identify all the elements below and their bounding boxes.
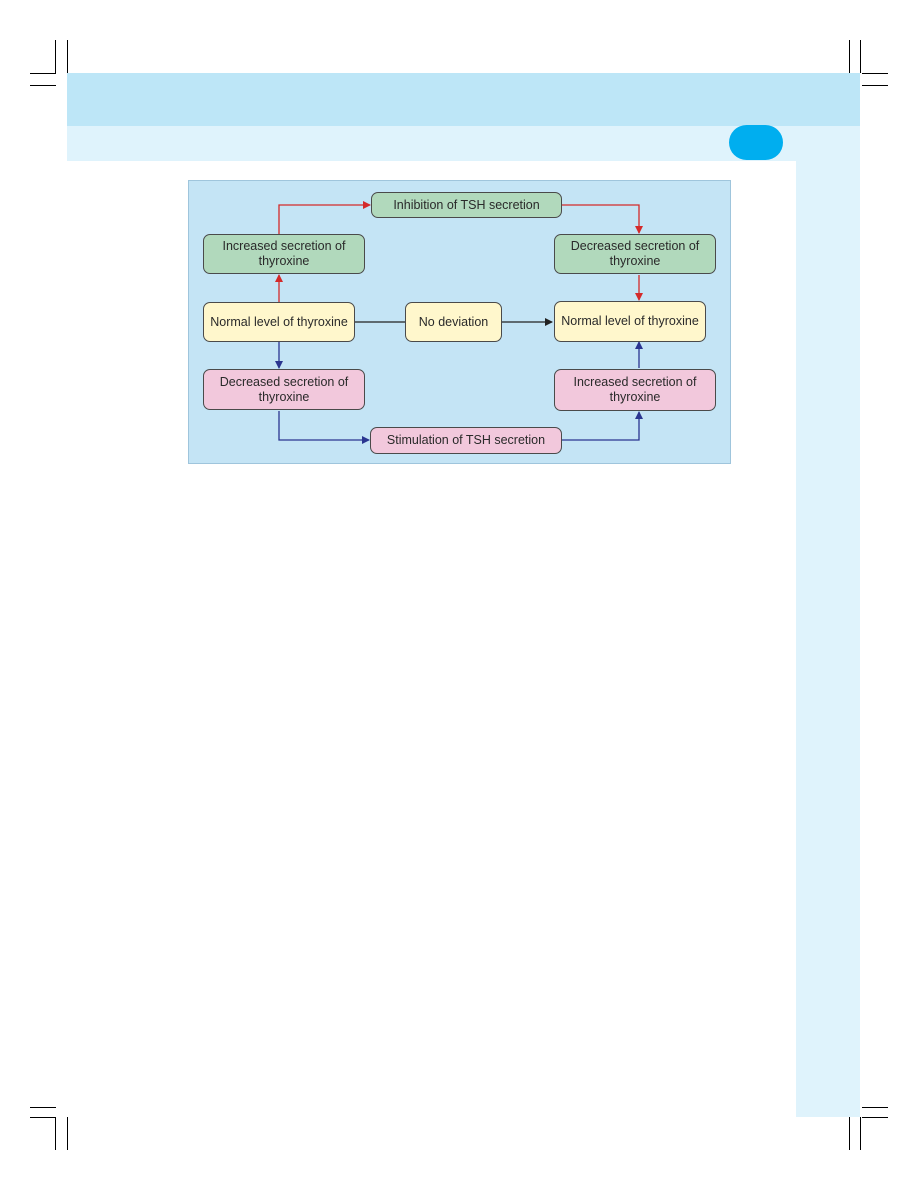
diagram-connectors (275, 201, 643, 444)
feedback-diagram: Inhibition of TSH secretion Increased se… (188, 180, 731, 464)
header-band (67, 73, 860, 126)
node-increased-secretion-right: Increased secretion of thyroxine (554, 369, 716, 411)
node-normal-level-left: Normal level of thyroxine (203, 302, 355, 342)
edge-increased-left-to-inhibition (278, 201, 371, 234)
node-decreased-secretion-right: Decreased secretion of thyroxine (554, 234, 716, 274)
page-number-badge (729, 125, 783, 160)
node-inhibition-tsh: Inhibition of TSH secretion (371, 192, 562, 218)
edge-decreased-left-to-stimulation (278, 411, 370, 444)
edge-stimulation-to-increased-right (562, 411, 643, 441)
subheader-band (67, 126, 860, 161)
node-normal-level-right: Normal level of thyroxine (554, 301, 706, 342)
node-increased-secretion-left: Increased secretion of thyroxine (203, 234, 365, 274)
node-no-deviation: No deviation (405, 302, 502, 342)
node-stimulation-tsh: Stimulation of TSH secretion (370, 427, 562, 454)
node-decreased-secretion-left: Decreased secretion of thyroxine (203, 369, 365, 410)
edge-inhibition-to-decreased-right (562, 204, 643, 234)
side-margin-column (796, 161, 860, 1117)
